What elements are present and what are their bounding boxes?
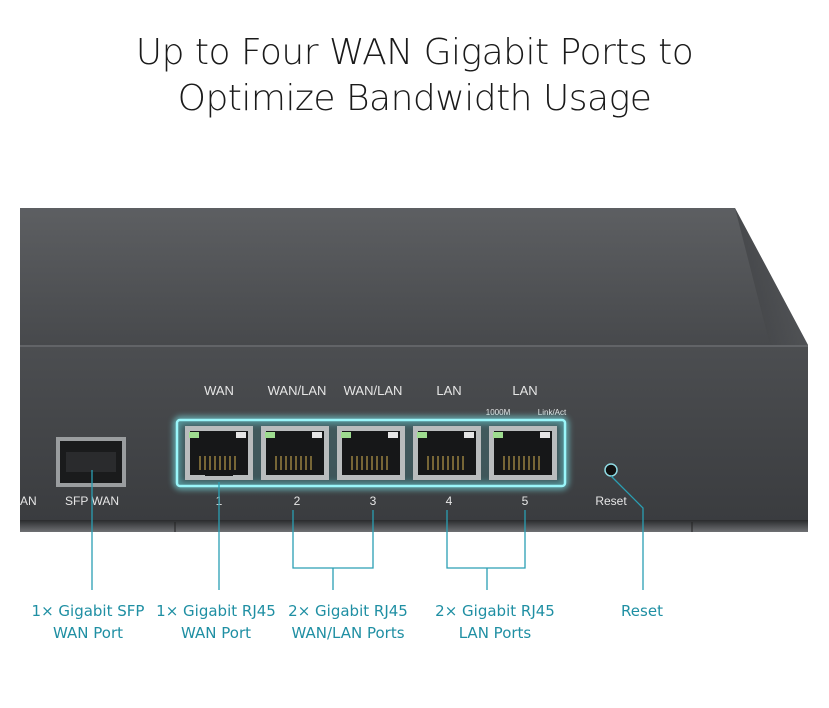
callout-reset-line-1: Reset [621,602,663,620]
callout-lan: 2× Gigabit RJ45 LAN Ports [427,600,563,644]
callout-lines [91,470,644,590]
port-label-wanlan-3: WAN/LAN [344,383,403,398]
reset-device-label: Reset [595,494,627,508]
sfp-port [56,437,126,487]
headline-line-2: Optimize Bandwidth Usage [177,78,652,119]
callout-reset: Reset [600,600,684,622]
callout-lan-line-1: 2× Gigabit RJ45 [435,602,555,620]
port-number-5: 5 [522,494,529,508]
callout-sfp-line-1: 1× Gigabit SFP [31,602,145,620]
led-label-speed: 1000M [486,408,511,417]
rj45-port-2 [261,426,329,480]
device-top-surface [20,208,808,345]
callout-lan-line-2: LAN Ports [458,624,532,642]
callout-rj45-wan-line-2: WAN Port [181,624,251,642]
callout-rj45-wan-line-1: 1× Gigabit RJ45 [156,602,276,620]
headline: Up to Four WAN Gigabit Ports to Optimize… [0,30,829,122]
port-label-lan-4: LAN [436,383,461,398]
left-cut-label: AN [20,494,37,508]
rj45-port-5 [489,426,557,480]
port-label-wan: WAN [204,383,234,398]
callout-wanlan-line-2: WAN/LAN Ports [291,624,405,642]
led-label-link: Link/Act [538,408,567,417]
callout-wanlan-line-1: 2× Gigabit RJ45 [288,602,408,620]
rj45-port-3 [337,426,405,480]
callout-wanlan: 2× Gigabit RJ45 WAN/LAN Ports [280,600,416,644]
callout-rj45-wan: 1× Gigabit RJ45 WAN Port [151,600,281,644]
port-label-wanlan-2: WAN/LAN [268,383,327,398]
port-number-3: 3 [370,494,377,508]
callout-sfp-line-2: WAN Port [53,624,123,642]
rj45-port-1 [185,426,253,480]
port-number-2: 2 [294,494,301,508]
port-label-lan-5: LAN [512,383,537,398]
callout-sfp-wan: 1× Gigabit SFP WAN Port [27,600,149,644]
rj45-port-4 [413,426,481,480]
headline-line-1: Up to Four WAN Gigabit Ports to [135,32,694,73]
reset-button [604,463,618,477]
device-bottom-lip [20,520,808,532]
port-number-4: 4 [446,494,453,508]
